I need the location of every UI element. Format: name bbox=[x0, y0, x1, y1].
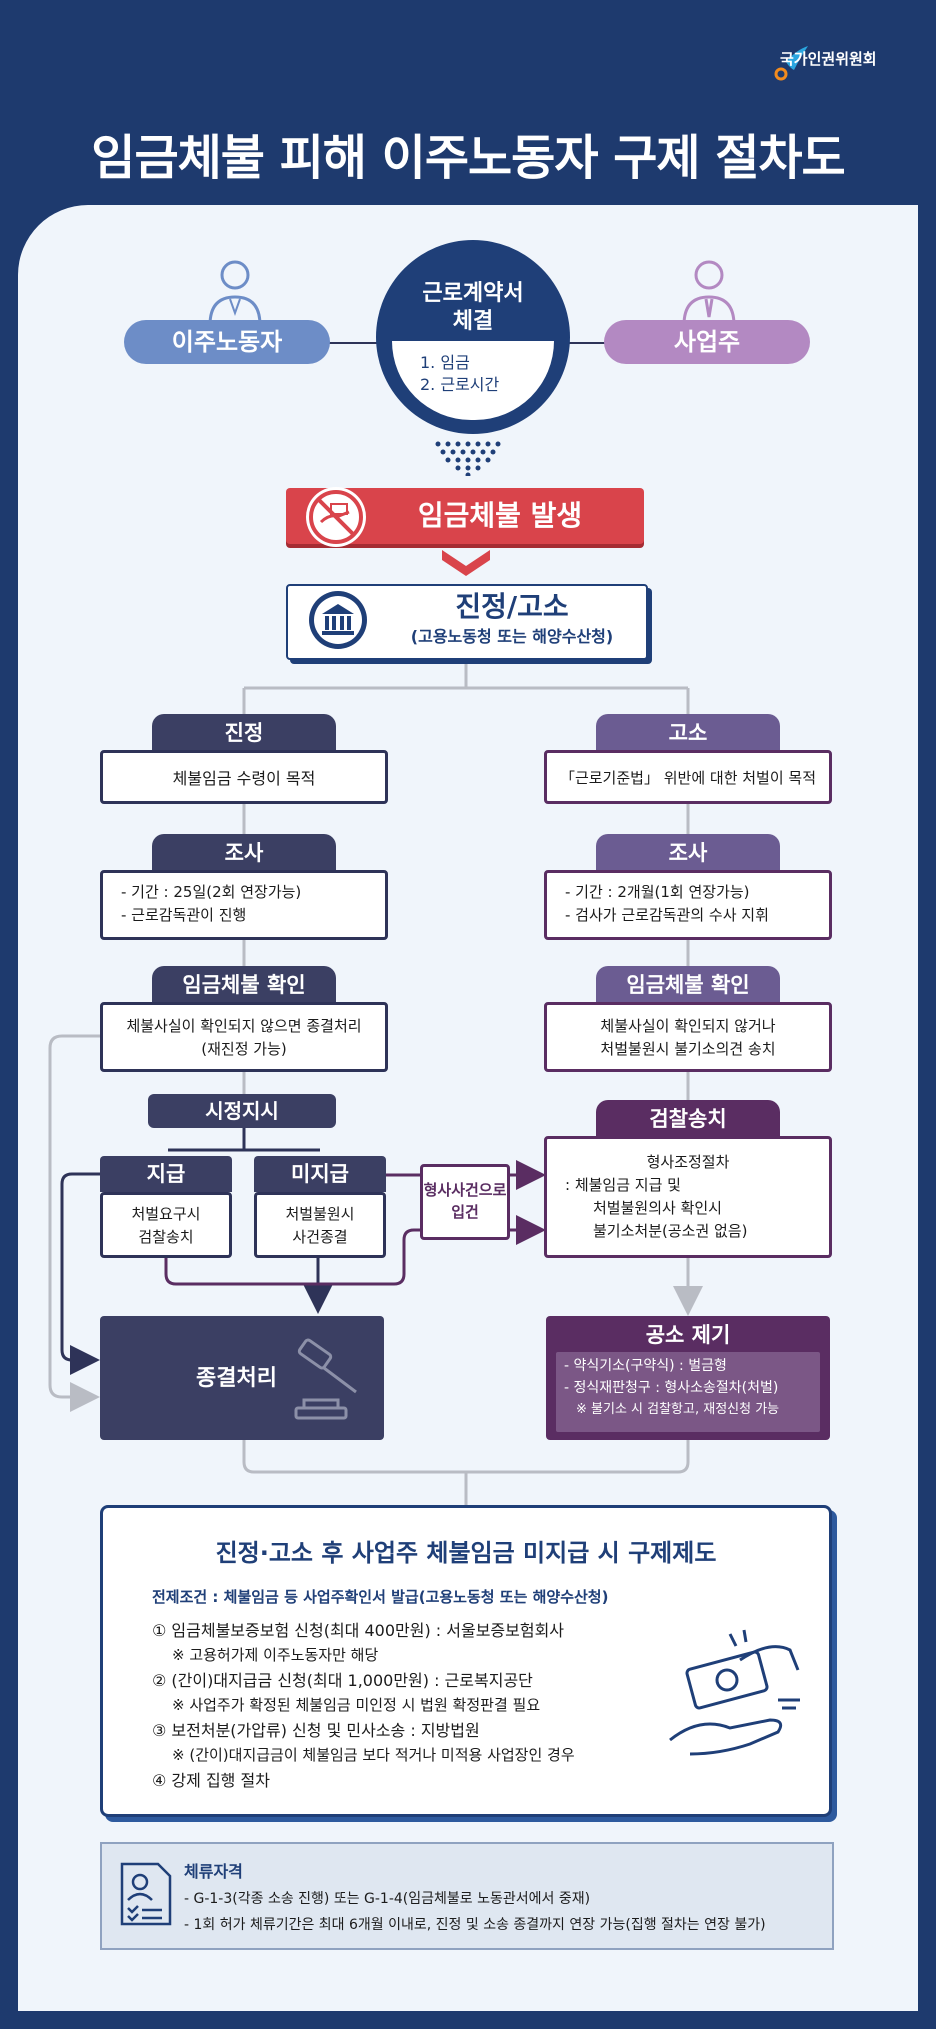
relief-title: 진정·고소 후 사업주 체불임금 미지급 시 구제제도 bbox=[215, 1539, 717, 1567]
criminal-case-line2: 입건 bbox=[451, 1203, 479, 1221]
relief-item2-note: ※ 사업주가 확정된 체불임금 미인정 시 법원 확정판결 필요 bbox=[172, 1696, 541, 1714]
gavel-icon bbox=[290, 1330, 374, 1434]
visa-details: - G-1-3(각종 소송 진행) 또는 G-1-4(임금체불로 노동관서에서 … bbox=[184, 1886, 766, 1938]
contract-item-wage: 1. 임금 bbox=[420, 353, 470, 372]
prosecution-transfer-box: 형사조정절차 : 체불임금 지급 및 처벌불원의사 확인시 불기소처분(공소권 … bbox=[544, 1136, 832, 1258]
visa-line2: - 1회 허가 체류기간은 최대 6개월 이내로, 진정 및 소송 종결까지 연… bbox=[184, 1917, 766, 1933]
unpaid-line2: 사건종결 bbox=[292, 1228, 348, 1246]
contract-title-line2: 체결 bbox=[452, 309, 494, 334]
document-icon bbox=[118, 1860, 174, 1932]
employer-icon bbox=[674, 255, 744, 331]
indictment-title: 공소 제기 bbox=[645, 1323, 731, 1347]
indictment-details: - 약식기소(구약식) : 벌금형 - 정식재판청구 : 형사소송절차(처벌) … bbox=[556, 1352, 820, 1432]
right-confirm-header: 임금체불 확인 bbox=[596, 966, 780, 1004]
relief-item3: ③ 보전처분(가압류) 신청 및 민사소송 : 지방법원 bbox=[152, 1721, 480, 1740]
petition-title: 진정/고소 bbox=[455, 590, 569, 623]
indictment-line2: - 정식재판청구 : 형사소송절차(처벌) bbox=[564, 1380, 779, 1396]
left-confirm-line1: 체불사실이 확인되지 않으면 종결처리 bbox=[126, 1017, 362, 1035]
left-investigation-box: - 기간 : 25일(2회 연장가능) - 근로감독관이 진행 bbox=[100, 870, 388, 940]
relief-box bbox=[100, 1505, 832, 1817]
relief-item1-note: ※ 고용허가제 이주노동자만 해당 bbox=[172, 1646, 379, 1664]
worker-pill: 이주노동자 bbox=[124, 320, 330, 364]
right-investigation-period: - 기간 : 2개월(1회 연장가능) bbox=[565, 883, 750, 901]
visa-line1: - G-1-3(각종 소송 진행) 또는 G-1-4(임금체불로 노동관서에서 … bbox=[184, 1891, 591, 1907]
paid-box: 처벌요구시 검찰송치 bbox=[100, 1192, 232, 1258]
unpaid-header: 미지급 bbox=[254, 1156, 386, 1192]
closure-label: 종결처리 bbox=[196, 1366, 277, 1391]
logo-text: 국가인권위원회 bbox=[780, 50, 877, 68]
relief-item3-note: ※ (간이)대지급금이 체불임금 보다 적거나 미적용 사업장인 경우 bbox=[172, 1746, 575, 1764]
left-confirm-box: 체불사실이 확인되지 않으면 종결처리 (재진정 가능) bbox=[100, 1002, 388, 1072]
complaint-purpose-text: 「근로기준법」 위반에 대한 처벌이 목적 bbox=[559, 768, 817, 787]
indictment-line1: - 약식기소(구약식) : 벌금형 bbox=[564, 1358, 727, 1374]
right-investigation-header: 조사 bbox=[596, 834, 780, 872]
relief-list: ① 임금체불보증보험 신청(최대 400만원) : 서울보증보험회사 ※ 고용허… bbox=[152, 1618, 575, 1793]
paid-line1: 처벌요구시 bbox=[131, 1205, 201, 1223]
right-investigation-prosecutor: - 검사가 근로감독관의 수사 지휘 bbox=[565, 906, 769, 924]
visa-box bbox=[100, 1842, 834, 1950]
criminal-case-line1: 형사사건으로 bbox=[423, 1181, 507, 1199]
chevron-down-icon bbox=[442, 550, 490, 576]
unpaid-box: 처벌불원시 사건종결 bbox=[254, 1192, 386, 1258]
criminal-case-box: 형사사건으로 입건 bbox=[420, 1164, 510, 1240]
dotted-arrow-icon bbox=[435, 441, 501, 476]
paid-header: 지급 bbox=[100, 1156, 232, 1192]
left-confirm-header: 임금체불 확인 bbox=[152, 966, 336, 1004]
right-confirm-line1: 체불사실이 확인되지 않거나 bbox=[600, 1017, 776, 1035]
petition-subtitle: (고용노동청 또는 해양수산청) bbox=[410, 627, 614, 646]
petition-purpose-text: 체불임금 수령이 목적 bbox=[172, 769, 316, 788]
mediation-line4: 불기소처분(공소권 없음) bbox=[593, 1222, 748, 1240]
worker-icon bbox=[200, 255, 270, 331]
petition-purpose-box: 체불임금 수령이 목적 bbox=[100, 750, 388, 804]
relief-item2: ② (간이)대지급금 신청(최대 1,000만원) : 근로복지공단 bbox=[152, 1671, 533, 1690]
government-building-icon bbox=[306, 588, 370, 656]
prosecution-transfer-header: 검찰송치 bbox=[596, 1100, 780, 1138]
contract-item-hours: 2. 근로시간 bbox=[420, 375, 500, 394]
unpaid-line1: 처벌불원시 bbox=[285, 1205, 355, 1223]
right-confirm-line2: 처벌불원시 불기소의견 송치 bbox=[600, 1040, 776, 1058]
visa-title: 체류자격 bbox=[184, 1862, 243, 1881]
mediation-line2: : 체불임금 지급 및 bbox=[565, 1176, 681, 1194]
correction-order-label: 시정지시 bbox=[148, 1094, 336, 1128]
no-payment-icon bbox=[303, 484, 369, 554]
relief-premise: 전제조건 : 체불임금 등 사업주확인서 발급(고용노동청 또는 해양수산청) bbox=[152, 1588, 609, 1606]
complaint-purpose-box: 「근로기준법」 위반에 대한 처벌이 목적 bbox=[544, 750, 832, 804]
logo-icon bbox=[774, 44, 810, 88]
petition-branch-header: 진정 bbox=[152, 714, 336, 752]
employer-pill: 사업주 bbox=[604, 320, 810, 364]
relief-item1: ① 임금체불보증보험 신청(최대 400만원) : 서울보증보험회사 bbox=[152, 1621, 565, 1640]
indictment-line3: ※ 불기소 시 검찰항고, 재정신청 가능 bbox=[576, 1402, 780, 1417]
contract-title-line1: 근로계약서 bbox=[422, 281, 524, 306]
occurrence-label: 임금체불 발생 bbox=[417, 499, 583, 532]
paid-line2: 검찰송치 bbox=[138, 1228, 194, 1246]
left-investigation-officer: - 근로감독관이 진행 bbox=[121, 906, 247, 924]
money-hand-icon bbox=[660, 1620, 810, 1774]
page-title: 임금체불 피해 이주노동자 구제 절차도 bbox=[91, 130, 845, 186]
mediation-title: 형사조정절차 bbox=[646, 1153, 730, 1171]
right-investigation-box: - 기간 : 2개월(1회 연장가능) - 검사가 근로감독관의 수사 지휘 bbox=[544, 870, 832, 940]
left-investigation-header: 조사 bbox=[152, 834, 336, 872]
left-investigation-period: - 기간 : 25일(2회 연장가능) bbox=[121, 883, 302, 901]
relief-item4: ④ 강제 집행 절차 bbox=[152, 1771, 270, 1790]
left-confirm-line2: (재진정 가능) bbox=[201, 1040, 287, 1058]
complaint-branch-header: 고소 bbox=[596, 714, 780, 752]
mediation-line3: 처벌불원의사 확인시 bbox=[593, 1199, 722, 1217]
right-confirm-box: 체불사실이 확인되지 않거나 처벌불원시 불기소의견 송치 bbox=[544, 1002, 832, 1072]
